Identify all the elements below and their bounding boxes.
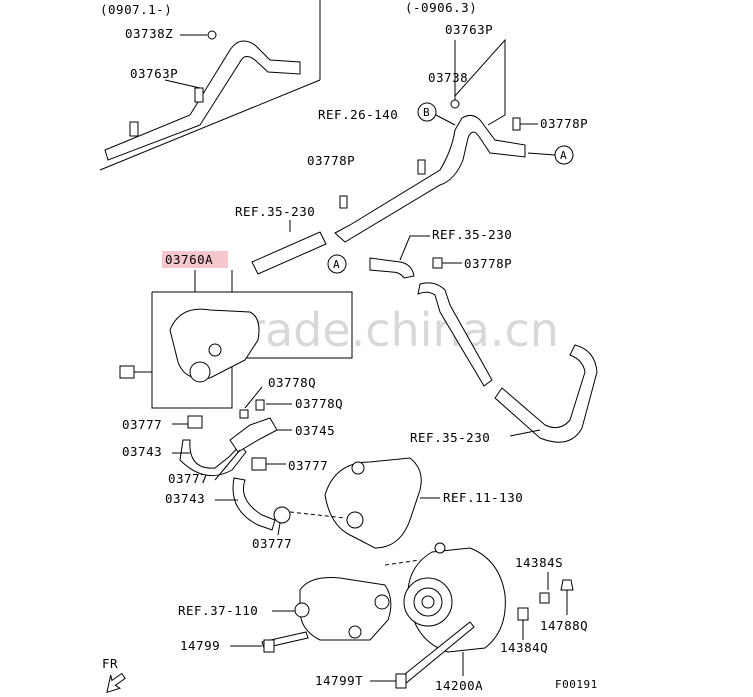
variant-left-label: (0907.1-) [100,2,172,17]
bolt-03778Q-a[interactable] [239,409,249,419]
nut-14384S[interactable] [539,592,550,604]
label-ref37-110: REF.37-110 [178,603,258,618]
thermostat-housing[interactable] [169,308,260,383]
label-03760A[interactable]: 03760A [165,252,213,267]
label-03763P-left: 03763P [130,66,178,81]
highlight-03760A [162,251,228,268]
label-03777-c: 03777 [168,471,208,486]
hose-03743-a[interactable] [179,439,247,477]
hose-right-short[interactable] [417,282,493,387]
label-ref35-230-a: REF.35-230 [235,204,315,219]
label-03745: 03745 [295,423,335,438]
label-fr: FR [102,656,118,671]
watermark: trade.china.cn [228,303,559,357]
label-14384S: 14384S [515,555,563,570]
bolt-left[interactable] [119,365,135,379]
bracket[interactable] [294,577,392,641]
hose-right-long[interactable] [494,344,598,443]
fitting-03745[interactable] [229,417,278,453]
label-14200A: 14200A [435,678,483,693]
pipe-assembly-right: (-0906.3) 03763P 03738 REF.26-140 03778P… [235,0,588,271]
label-03777-b: 03777 [288,458,328,473]
label-14799T: 14799T [315,673,363,688]
hose-upper[interactable] [251,231,327,275]
callout-B-text: B [423,106,430,119]
inset-left: (0907.1-) 03738Z 03763P [99,0,321,171]
label-ref26-140: REF.26-140 [318,107,398,122]
label-03777-d: 03777 [252,536,292,551]
label-14384Q: 14384Q [500,640,548,655]
label-14799: 14799 [180,638,220,653]
label-03778Q-a: 03778Q [268,375,316,390]
label-14788Q: 14788Q [540,618,588,633]
label-03743-b: 03743 [165,491,205,506]
callout-A-left[interactable] [327,254,347,274]
alternator[interactable] [403,542,506,653]
label-03738: 03738 [428,70,468,85]
label-03738Z: 03738Z [125,26,173,41]
clamp-03777-a[interactable] [187,415,203,429]
label-ref11-130: REF.11-130 [443,490,523,505]
label-03763P-right: 03763P [445,22,493,37]
label-03778P-b: 03778P [307,153,355,168]
label-ref35-230-c: REF.35-230 [410,430,490,445]
hose-a[interactable] [369,257,415,279]
label-03778P-a: 03778P [540,116,588,131]
label-03777-a: 03777 [122,417,162,432]
water-pump[interactable] [289,457,422,549]
front-arrow-icon [106,672,126,694]
callout-A-right-text: A [560,149,567,162]
label-ref35-230-b: REF.35-230 [432,227,512,242]
figure-code: F00191 [555,678,598,691]
water-pipe-main[interactable] [334,114,526,243]
callout-B[interactable] [417,102,437,122]
label-03743-a: 03743 [122,444,162,459]
variant-right-label: (-0906.3) [405,0,477,15]
label-03778Q-b: 03778Q [295,396,343,411]
bolt-03778Q-b[interactable] [255,399,265,411]
hose-03743-b[interactable] [232,477,276,531]
clamp-03777-d[interactable] [273,506,291,524]
bolt-14384Q[interactable] [517,607,529,621]
label-03778P-c: 03778P [464,256,512,271]
callout-A-left-text: A [333,258,340,271]
nut-14788Q[interactable] [560,579,574,591]
clip-left[interactable] [207,30,217,40]
clamp-03777-b[interactable] [251,457,267,471]
